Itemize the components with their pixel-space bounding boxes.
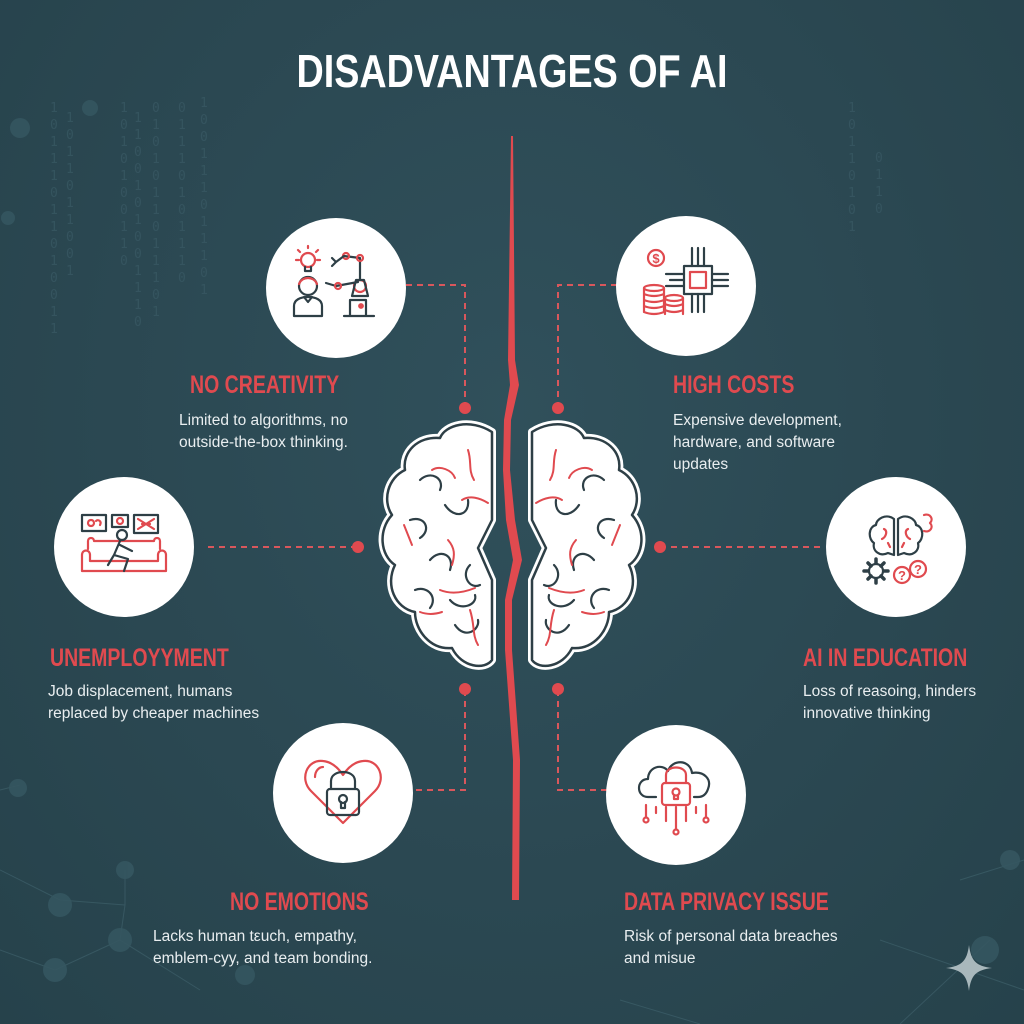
binary-column: 100111011101 bbox=[200, 96, 208, 298]
human-and-robot-arm-icon bbox=[292, 244, 376, 318]
binary-column: 1100101001110 bbox=[134, 111, 142, 330]
description-line: emblem-суy, and team bonding. bbox=[153, 950, 373, 967]
binary-column: 01110101110 bbox=[178, 101, 186, 286]
description-line: Risk of personal data breaches bbox=[624, 928, 838, 945]
no-creativity-heading: NO CREATIVITY bbox=[190, 371, 340, 399]
data-privacy-description: Risk of personal data breaches and misue bbox=[624, 926, 838, 970]
description-line: Limited to algorithms, no bbox=[179, 412, 348, 429]
description-line: replaced by cheaper machines bbox=[48, 705, 260, 722]
description-line: innovative thinking bbox=[803, 705, 931, 722]
unemployment-description: Job displacement, humans replaced by che… bbox=[48, 681, 259, 725]
high-costs-description: Expensive development, hardware, and sof… bbox=[673, 410, 842, 476]
heart-lock-icon bbox=[304, 759, 382, 825]
no-emotions-icon-circle bbox=[273, 723, 413, 863]
person-on-couch-icon bbox=[80, 513, 168, 573]
cloud-lock-icon bbox=[637, 761, 711, 836]
description-line: hardware, and software bbox=[673, 434, 835, 451]
ai-in-education-icon-circle: ? ? bbox=[826, 477, 966, 617]
brain-left-hemisphere bbox=[378, 420, 496, 670]
description-line: Job displacement, humans bbox=[48, 683, 233, 700]
binary-column: 1011011001 bbox=[66, 111, 74, 279]
high-costs-icon-circle: $ bbox=[616, 216, 756, 356]
description-line: Expensive development, bbox=[673, 412, 842, 429]
page-title: DISADVANTAGES OF AI bbox=[296, 45, 728, 97]
brain-right-hemisphere bbox=[528, 420, 646, 670]
binary-column: 0110 bbox=[875, 151, 883, 217]
data-privacy-icon-circle bbox=[606, 725, 746, 865]
unemployment-heading: UNEMPLOYYMENT bbox=[50, 644, 229, 672]
unemployment-icon-circle bbox=[54, 477, 194, 617]
ai-in-education-description: Loss of reasoing, hinders innovative thi… bbox=[803, 681, 976, 725]
ai-in-education-heading: AI IN EDUCATION bbox=[803, 644, 968, 672]
description-line: outside-the-box thinking. bbox=[179, 434, 348, 451]
description-line: Lacks human tεuch, empathy, bbox=[153, 928, 357, 945]
description-line: and misue bbox=[624, 950, 696, 967]
svg-text:?: ? bbox=[914, 562, 922, 577]
binary-column: 10110101 bbox=[848, 101, 856, 235]
binary-column: 10111011010011 bbox=[50, 101, 58, 337]
description-line: Loss of reasoing, hinders bbox=[803, 683, 977, 700]
data-privacy-heading: DATA PRIVACY ISSUE bbox=[624, 888, 829, 916]
high-costs-heading: HIGH COSTS bbox=[673, 371, 795, 399]
sparkle-icon bbox=[946, 945, 992, 991]
svg-text:$: $ bbox=[652, 251, 660, 266]
no-emotions-heading: NO EMOTIONS bbox=[230, 888, 369, 916]
binary-column: 0101011011101 bbox=[152, 101, 160, 320]
no-creativity-icon-circle bbox=[266, 218, 406, 358]
binary-column: 1010100110 bbox=[120, 101, 128, 269]
description-line: updates bbox=[673, 456, 729, 473]
no-emotions-description: Lacks human tεuch, empathy, emblem-суy, … bbox=[153, 926, 372, 970]
no-creativity-description: Limited to algorithms, no outside-the-bo… bbox=[179, 410, 348, 454]
brain-gear-question-icon: ? ? bbox=[862, 513, 933, 585]
svg-text:?: ? bbox=[898, 568, 906, 583]
chip-and-coins-icon: $ bbox=[642, 246, 730, 316]
